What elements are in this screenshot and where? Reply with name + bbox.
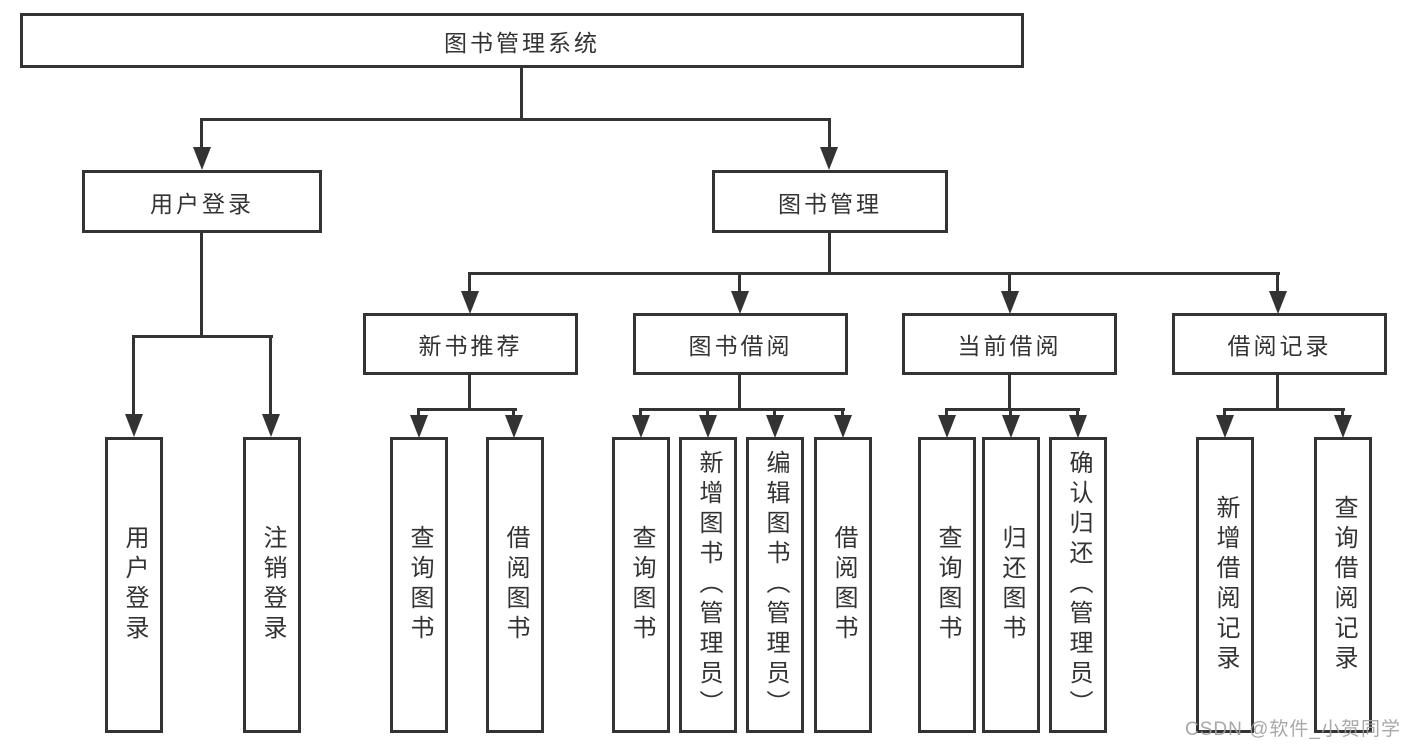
arrowhead-log-query-record	[1334, 415, 1352, 438]
node-borrowing-records-label: 借阅记录	[1227, 333, 1332, 359]
node-user-login: 用户登录	[82, 170, 322, 233]
connector-userlogin-vline	[200, 233, 203, 338]
arrowhead-book-borrowing	[731, 291, 749, 314]
connector-bookmgmt-stem-2	[738, 272, 741, 294]
node-book-borrowing-label: 图书借阅	[688, 333, 793, 359]
node-log-query-record: 查询借阅记录	[1314, 437, 1372, 733]
node-current-borrowing-label: 当前借阅	[957, 333, 1062, 359]
connector-root-vline	[520, 66, 523, 121]
connector-records-stem-1	[1223, 408, 1226, 418]
node-user-login-label: 用户登录	[150, 190, 254, 217]
connector-recommend-hline	[417, 408, 517, 411]
node-bor-add-books-label: 新增图书（管理员）	[695, 450, 722, 720]
arrowhead-rec-borrow-books	[505, 415, 523, 438]
node-new-book-recommend: 新书推荐	[363, 313, 578, 375]
node-rec-borrow-books-label: 借阅图书	[502, 525, 529, 645]
arrowhead-cur-query-books	[938, 415, 956, 438]
node-cur-return-books: 归还图书	[982, 437, 1040, 733]
connector-bookmgmt-vline	[828, 233, 831, 275]
node-bor-edit-books-label: 编辑图书（管理员）	[762, 450, 789, 720]
node-log-query-record-label: 查询借阅记录	[1330, 495, 1357, 675]
connector-records-hline	[1223, 408, 1345, 411]
node-root-label: 图书管理系统	[444, 29, 600, 56]
connector-bookmgmt-stem-1	[468, 272, 471, 294]
node-rec-borrow-books: 借阅图书	[486, 437, 544, 733]
node-bor-edit-books: 编辑图书（管理员）	[746, 437, 804, 733]
arrowhead-new-book-recommend	[461, 291, 479, 314]
node-log-add-record-label: 新增借阅记录	[1212, 495, 1239, 675]
node-book-management: 图书管理	[712, 170, 948, 233]
arrowhead-bor-borrow-books	[834, 415, 852, 438]
node-logout: 注销登录	[243, 437, 301, 733]
connector-borrowing-hline	[639, 408, 845, 411]
connector-bookmgmt-hline	[468, 272, 1280, 275]
node-bor-query-books-label: 查询图书	[628, 525, 655, 645]
arrowhead-bor-edit-books	[766, 415, 784, 438]
connector-current-stem-3	[1076, 408, 1079, 418]
node-cur-confirm-return-label: 确认归还（管理员）	[1065, 450, 1092, 720]
csdn-watermark: CSDN @软件_小贺同学	[1185, 719, 1401, 740]
arrowhead-rec-query-books	[410, 415, 428, 438]
connector-borrowing-stem-1	[639, 408, 642, 418]
connector-root-hline	[200, 118, 831, 121]
connector-current-vline	[1008, 375, 1011, 411]
connector-borrowing-vline	[738, 375, 741, 411]
connector-bookmgmt-stem-3	[1008, 272, 1011, 294]
arrowhead-user-login	[193, 147, 211, 170]
arrowhead-book-management	[820, 147, 838, 170]
connector-borrowing-stem-3	[773, 408, 776, 418]
node-borrowing-records: 借阅记录	[1172, 313, 1387, 375]
node-rec-query-books: 查询图书	[390, 437, 448, 733]
arrowhead-current-borrowing	[1001, 291, 1019, 314]
connector-root-stem-right	[828, 118, 831, 149]
connector-recommend-vline	[468, 375, 471, 411]
arrowhead-log-add-record	[1216, 415, 1234, 438]
node-current-borrowing: 当前借阅	[902, 313, 1117, 375]
arrowhead-login	[125, 414, 143, 437]
node-bor-add-books: 新增图书（管理员）	[679, 437, 737, 733]
arrowhead-cur-return-books	[1002, 415, 1020, 438]
node-root: 图书管理系统	[20, 13, 1024, 68]
arrowhead-cur-confirm-return	[1069, 415, 1087, 438]
connector-bookmgmt-stem-4	[1276, 272, 1279, 294]
connector-userlogin-stem-2	[269, 335, 272, 416]
arrowhead-logout	[262, 414, 280, 437]
node-book-borrowing: 图书借阅	[633, 313, 848, 375]
connector-userlogin-hline	[132, 335, 273, 338]
connector-recommend-stem-1	[417, 408, 420, 418]
node-cur-confirm-return: 确认归还（管理员）	[1049, 437, 1107, 733]
connector-current-stem-2	[1009, 408, 1012, 418]
connector-records-stem-2	[1341, 408, 1344, 418]
node-login-label: 用户登录	[121, 525, 148, 645]
node-cur-query-books-label: 查询图书	[934, 525, 961, 645]
arrowhead-borrowing-records	[1269, 291, 1287, 314]
arrowhead-bor-query-books	[632, 415, 650, 438]
node-rec-query-books-label: 查询图书	[406, 525, 433, 645]
node-bor-query-books: 查询图书	[612, 437, 670, 733]
connector-borrowing-stem-4	[841, 408, 844, 418]
connector-current-stem-1	[945, 408, 948, 418]
node-log-add-record: 新增借阅记录	[1196, 437, 1254, 733]
connector-root-stem-left	[200, 118, 203, 149]
node-cur-return-books-label: 归还图书	[998, 525, 1025, 645]
node-login: 用户登录	[105, 437, 163, 733]
node-bor-borrow-books: 借阅图书	[814, 437, 872, 733]
node-cur-query-books: 查询图书	[918, 437, 976, 733]
node-book-management-label: 图书管理	[778, 190, 882, 217]
connector-recommend-stem-2	[512, 408, 515, 418]
node-new-book-recommend-label: 新书推荐	[418, 333, 523, 359]
connector-current-hline	[945, 408, 1080, 411]
arrowhead-bor-add-books	[699, 415, 717, 438]
node-logout-label: 注销登录	[259, 525, 286, 645]
connector-borrowing-stem-2	[706, 408, 709, 418]
connector-records-vline	[1276, 375, 1279, 411]
connector-userlogin-stem-1	[132, 335, 135, 416]
node-bor-borrow-books-label: 借阅图书	[830, 525, 857, 645]
